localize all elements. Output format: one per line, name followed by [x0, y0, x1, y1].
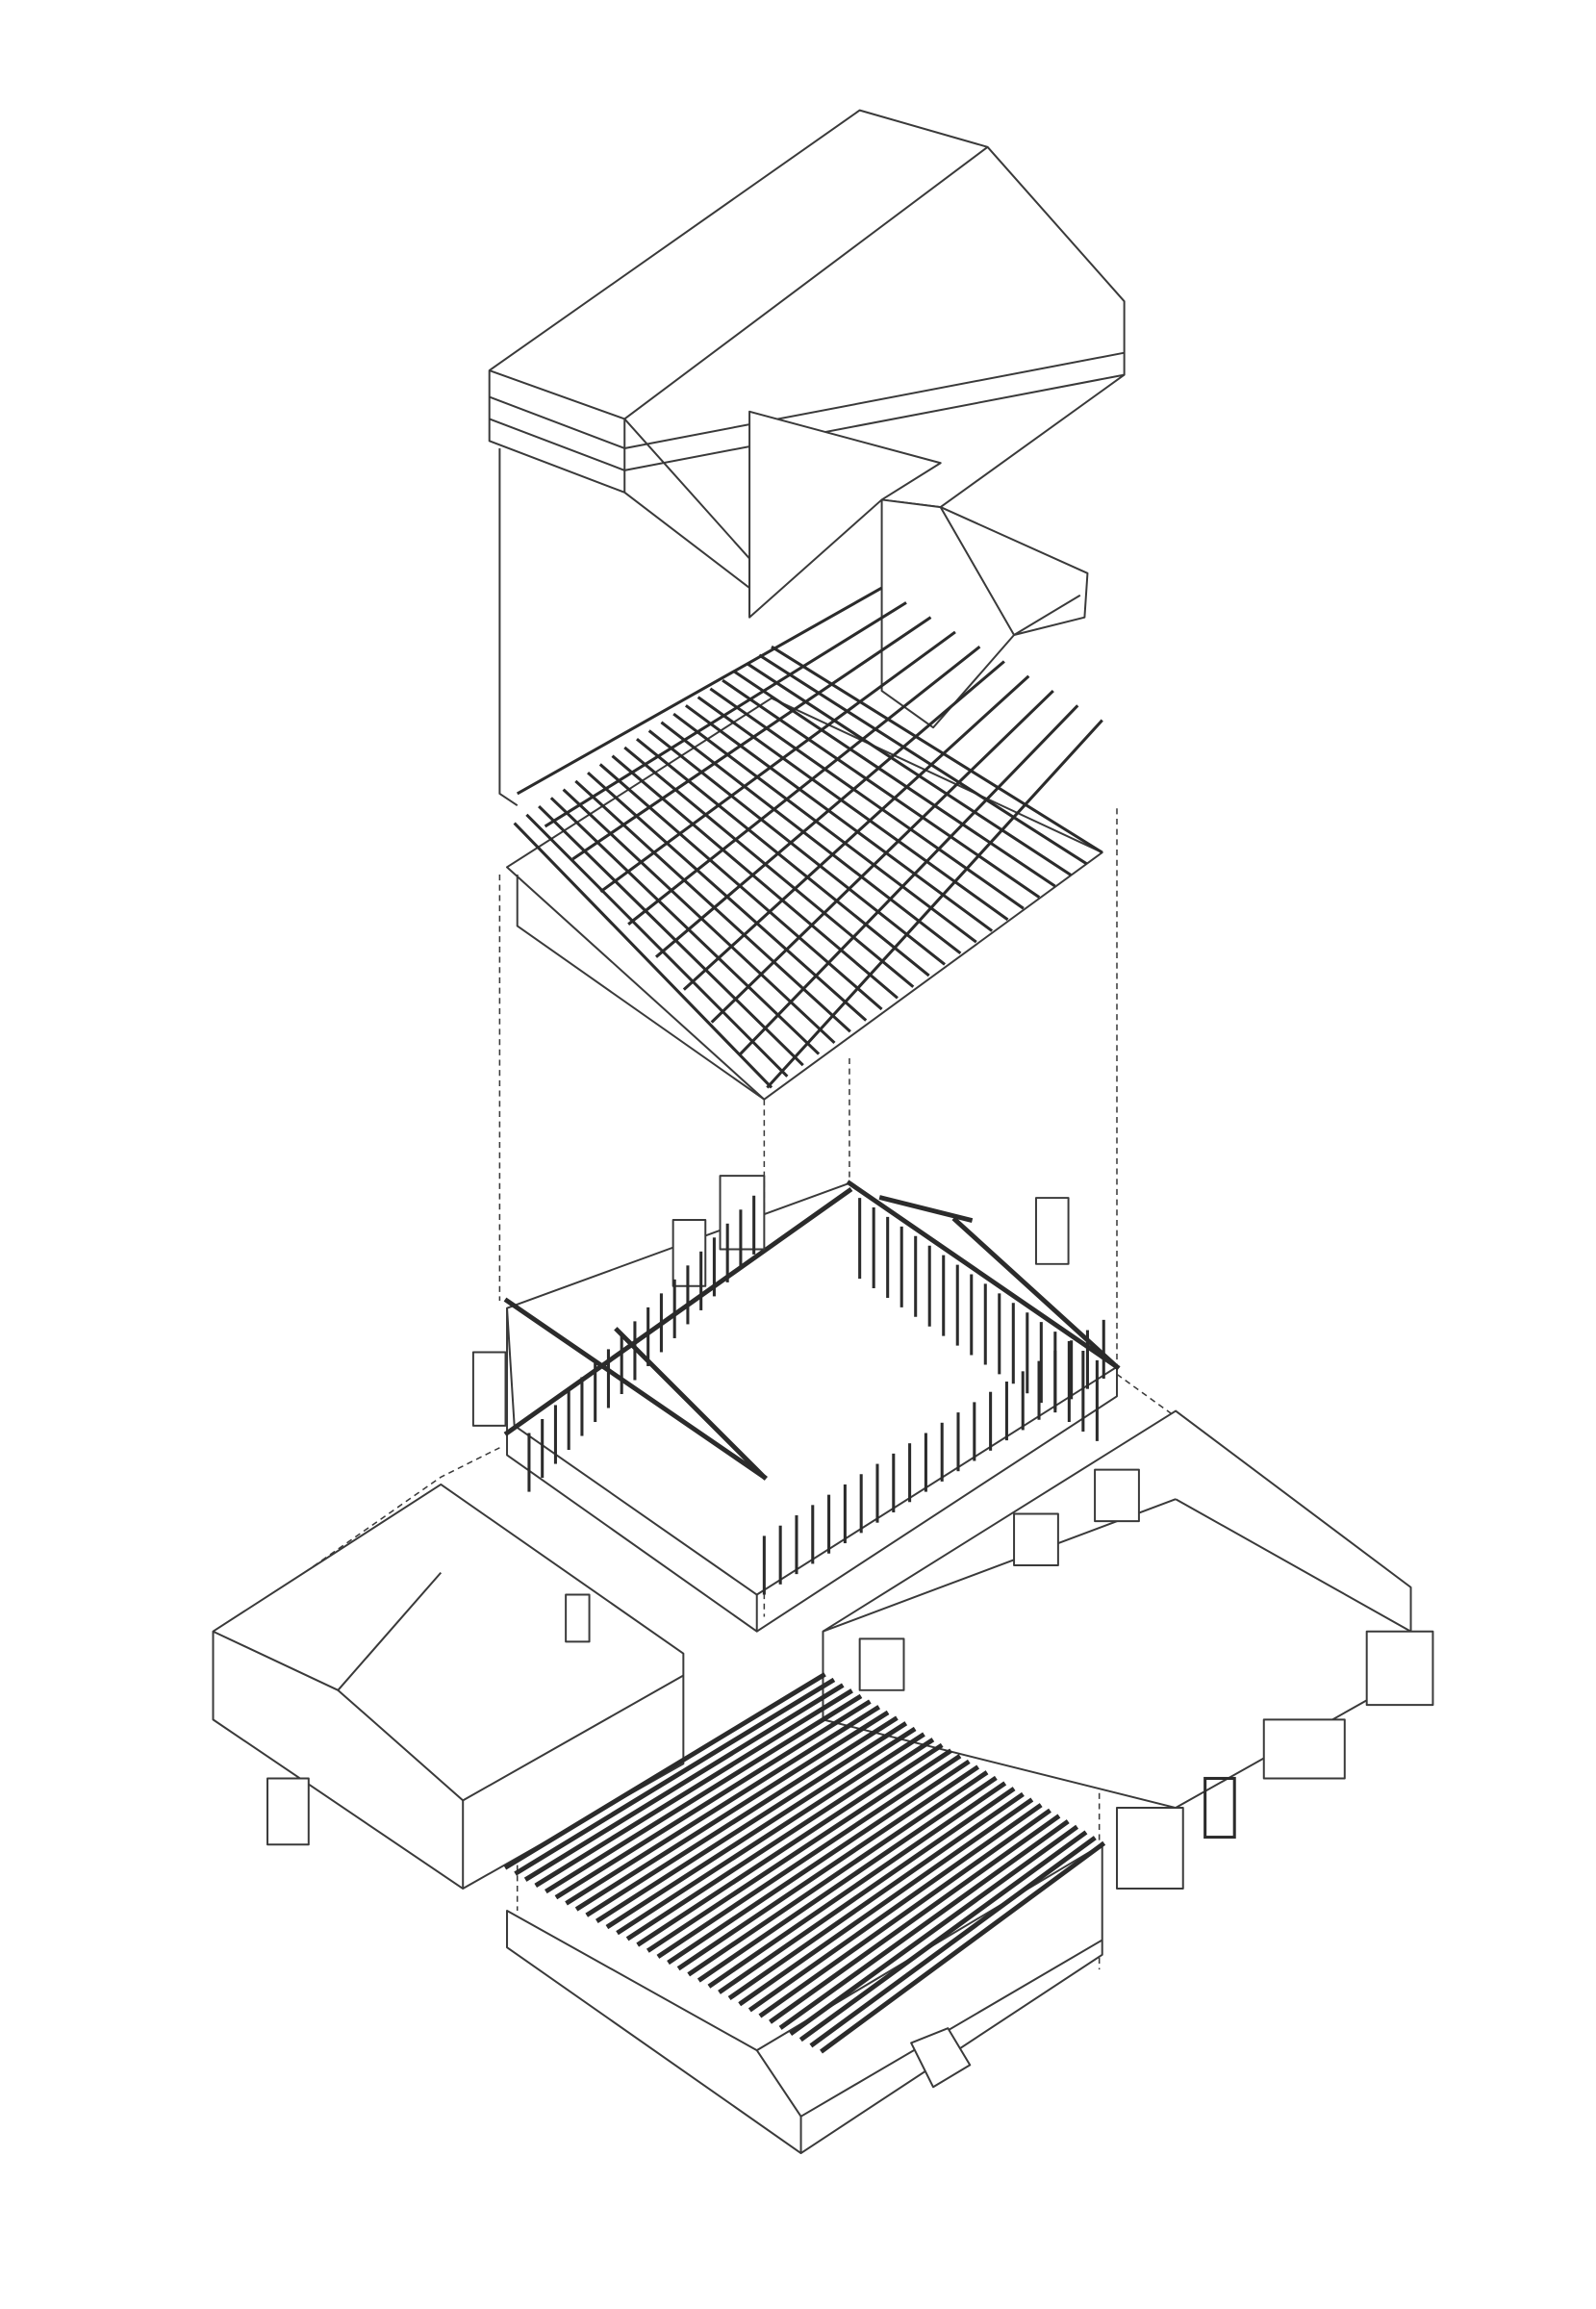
floor-joist — [585, 1715, 899, 1917]
rafter — [684, 704, 994, 932]
purlin — [544, 601, 907, 828]
floor-joists — [503, 1672, 1106, 2155]
rafter — [525, 813, 789, 1078]
floor-joist — [738, 1797, 1034, 2007]
floor-joist — [514, 1677, 836, 1876]
purlin — [710, 689, 1054, 1024]
roof-framing — [506, 586, 1103, 1101]
purlin — [766, 719, 1103, 1089]
floor-joist — [697, 1775, 998, 1983]
floor-joist — [574, 1710, 890, 1912]
floor-joist — [534, 1688, 853, 1888]
rafter — [623, 746, 915, 988]
rafter — [771, 645, 1103, 854]
floor-joist — [595, 1721, 908, 1923]
floor-joist — [523, 1683, 845, 1882]
rafter — [562, 788, 836, 1045]
floor-joist — [727, 1791, 1025, 2001]
purlin — [627, 646, 981, 926]
rafter — [722, 678, 1041, 899]
floor-joist — [758, 1808, 1051, 2018]
floor-joist — [820, 1840, 1106, 2054]
floor-joist — [676, 1764, 980, 1971]
floor-joist — [545, 1693, 863, 1894]
rafter — [709, 687, 1025, 910]
rafter — [574, 779, 851, 1033]
roof-shell — [488, 109, 1126, 807]
purlin — [599, 630, 956, 894]
floor-joist — [636, 1742, 944, 1947]
floor-joist — [616, 1732, 925, 1936]
floor-joist — [554, 1699, 872, 1900]
rafter — [660, 721, 962, 955]
rafter — [513, 822, 773, 1089]
rafter — [733, 671, 1056, 888]
floor-joist — [687, 1770, 989, 1977]
floor-joist — [656, 1754, 962, 1959]
purlin — [682, 674, 1030, 991]
floor-joist — [707, 1781, 1007, 1989]
rafter — [549, 797, 821, 1055]
floor-joist — [809, 1836, 1097, 2048]
purlin — [655, 660, 1005, 958]
floor-joist — [798, 1830, 1088, 2043]
rafter — [611, 754, 899, 1000]
rafter — [538, 804, 804, 1067]
floor-joist — [789, 1824, 1079, 2037]
floor-joist — [565, 1705, 881, 1906]
purlin — [516, 586, 883, 796]
rafter — [746, 662, 1072, 876]
purlin — [571, 616, 932, 861]
floor-joist — [769, 1814, 1061, 2024]
floor-joist — [778, 1819, 1070, 2030]
floor-joist — [625, 1738, 935, 1941]
floor-joist — [605, 1726, 917, 1930]
ground-floor-structure — [212, 1409, 1434, 1890]
rafter — [636, 738, 930, 977]
floor-joist — [667, 1759, 971, 1966]
floor-joist — [747, 1803, 1043, 2013]
floor-joist — [646, 1748, 952, 1953]
floor-joist — [503, 1672, 826, 1870]
rafter — [672, 712, 977, 944]
purlin — [738, 704, 1079, 1056]
rafter — [758, 653, 1088, 866]
floor-joist — [718, 1787, 1016, 1994]
rafter — [647, 729, 946, 966]
